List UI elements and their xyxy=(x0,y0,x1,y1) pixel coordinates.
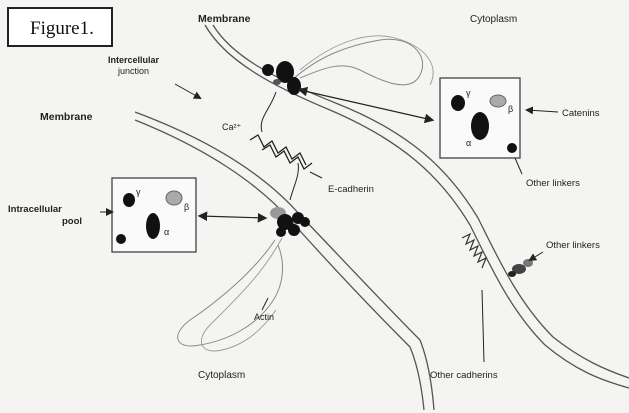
label-membrane-top: Membrane xyxy=(198,13,251,25)
arrow-pool-exchange xyxy=(200,216,265,218)
box-left-alpha: α xyxy=(164,227,169,237)
right-membrane-inner xyxy=(213,25,629,378)
label-intercellular-2: junction xyxy=(117,66,149,76)
actin-filament-bottom xyxy=(178,240,283,346)
linker-bottom xyxy=(290,163,298,200)
box-right-gamma: γ xyxy=(466,88,471,98)
top-catenin-complex xyxy=(262,61,301,95)
box-right-alpha: α xyxy=(466,138,471,148)
label-actin: Actin xyxy=(254,312,274,322)
label-cytoplasm-top: Cytoplasm xyxy=(470,14,517,25)
label-intercellular-1: Intercellular xyxy=(108,55,160,65)
label-other-cadherins: Other cadherins xyxy=(430,370,498,381)
figure-title: Figure1. xyxy=(30,18,94,39)
e-cadherin-zigzag-1 xyxy=(250,135,306,165)
box-right-beta: β xyxy=(508,104,513,114)
label-other-linkers-2: Other linkers xyxy=(546,240,600,251)
arrow-junction xyxy=(175,84,200,98)
bottom-catenin-complex xyxy=(270,207,310,237)
actin-filament-bottom-2 xyxy=(201,238,282,351)
arrow-other-linkers-2 xyxy=(530,252,543,260)
box-left-beta: β xyxy=(184,202,189,212)
linker-top xyxy=(261,92,276,132)
left-membrane-outer xyxy=(135,112,434,410)
other-linkers-blobs-2 xyxy=(508,259,533,277)
label-membrane-left: Membrane xyxy=(40,111,93,123)
label-calcium: Ca²⁺ xyxy=(222,122,242,132)
left-membrane-inner xyxy=(135,120,424,410)
label-e-cadherin: E-cadherin xyxy=(328,184,374,195)
arrow-other-linkers xyxy=(515,158,522,174)
arrow-catenins xyxy=(527,110,558,112)
label-other-linkers: Other linkers xyxy=(526,178,580,189)
label-intracellular-1: Intracellular xyxy=(8,204,62,215)
label-cytoplasm-bottom: Cytoplasm xyxy=(198,370,245,381)
actin-filament-top xyxy=(292,39,423,85)
box-left-gamma: γ xyxy=(136,187,141,197)
arrow-e-cadherin xyxy=(310,172,322,178)
arrow-other-cadherins xyxy=(482,290,484,362)
label-intracellular-2: pool xyxy=(62,216,82,227)
label-catenins: Catenins xyxy=(562,108,600,119)
